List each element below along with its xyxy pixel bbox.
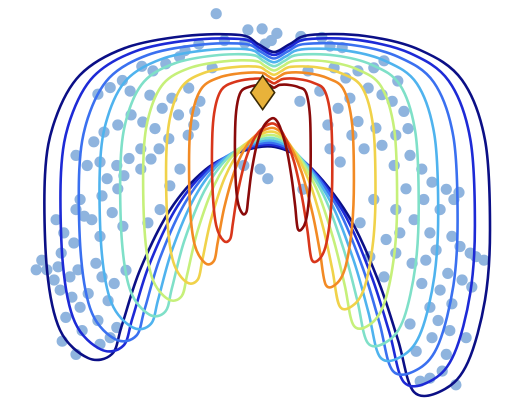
- scatter-point: [460, 332, 472, 344]
- scatter-point: [376, 139, 388, 151]
- scatter-point: [444, 325, 456, 337]
- scatter-point: [108, 277, 120, 290]
- scatter-point: [442, 267, 454, 279]
- mode-marker: [249, 74, 276, 112]
- scatter-point: [362, 82, 374, 94]
- scatter-point: [358, 143, 370, 155]
- scatter-point: [183, 82, 195, 94]
- scatter-point: [440, 183, 452, 195]
- scatter-point: [112, 183, 124, 195]
- scatter-point: [254, 163, 266, 175]
- scatter-point: [153, 143, 165, 155]
- contour-line: [77, 41, 459, 377]
- scatter-point: [368, 193, 380, 206]
- scatter-point: [112, 119, 124, 131]
- scatter-point: [147, 65, 159, 77]
- scatter-point: [404, 149, 416, 161]
- contour-line: [141, 58, 399, 331]
- scatter-point: [456, 274, 468, 286]
- scatter-point: [242, 24, 254, 36]
- scatter-point: [262, 173, 274, 185]
- mode-diamond-marker: [249, 74, 276, 112]
- scatter-point: [404, 318, 416, 330]
- scatter-point: [36, 254, 48, 266]
- scatter-point: [52, 261, 64, 273]
- scatter-point: [124, 85, 136, 97]
- contour-line: [59, 37, 477, 388]
- scatter-point: [380, 233, 392, 246]
- scatter-point: [432, 314, 444, 327]
- scatter-point: [172, 109, 185, 121]
- scatter-point: [388, 159, 400, 172]
- scatter-point: [54, 284, 66, 296]
- scatter-point: [156, 102, 168, 114]
- scatter-point: [86, 214, 98, 226]
- scatter-point: [182, 129, 194, 141]
- scatter-point: [354, 217, 366, 229]
- scatter-point: [123, 152, 135, 165]
- scatter-point: [332, 102, 344, 114]
- scatter-point: [410, 345, 422, 357]
- scatter-point: [154, 204, 166, 216]
- scatter-point: [149, 123, 161, 135]
- scatter-point: [440, 348, 452, 360]
- scatter-point: [30, 264, 42, 276]
- scatter-point: [74, 193, 86, 206]
- scatter-point: [117, 220, 129, 232]
- scatter-point: [106, 207, 118, 219]
- scatter-point: [398, 105, 410, 117]
- scatter-point: [88, 136, 100, 148]
- scatter-point: [64, 271, 76, 283]
- scatter-point: [324, 143, 336, 155]
- scatter-point: [416, 277, 428, 290]
- scatter-point: [408, 214, 420, 226]
- scatter-point: [402, 123, 414, 135]
- scatter-point: [256, 23, 268, 35]
- scatter-point: [104, 82, 116, 94]
- scatter-point: [434, 204, 446, 216]
- scatter-point: [96, 190, 108, 202]
- scatter-point: [210, 8, 222, 20]
- scatter-point: [145, 153, 157, 165]
- scatter-point: [68, 237, 80, 249]
- scatter-point: [400, 183, 412, 195]
- scatter-point: [90, 257, 102, 269]
- scatter-point: [418, 193, 430, 206]
- scatter-point: [101, 173, 113, 185]
- scatter-point: [144, 89, 156, 101]
- scatter-point: [420, 254, 432, 266]
- contour-line: [43, 32, 492, 398]
- contour-line: [210, 77, 334, 264]
- scatter-point: [478, 254, 490, 266]
- scatter-point: [294, 95, 306, 107]
- scatter-point: [48, 274, 60, 286]
- contour-line: [164, 65, 377, 311]
- scatter-point: [135, 163, 147, 175]
- scatter-point: [50, 214, 62, 226]
- scatter-point: [446, 230, 458, 242]
- scatter-point: [424, 227, 436, 239]
- scatter-point: [60, 311, 72, 323]
- scatter-point: [74, 301, 86, 313]
- scatter-point: [76, 325, 88, 337]
- scatter-point: [334, 156, 346, 168]
- scatter-point: [434, 284, 446, 296]
- scatter-point: [174, 163, 186, 175]
- scatter-point: [352, 115, 364, 128]
- scatter-point: [453, 186, 465, 198]
- scatter-point: [426, 332, 438, 344]
- density-contours: [43, 32, 492, 398]
- scatter-point: [163, 133, 175, 145]
- scatter-point: [81, 159, 93, 172]
- scatter-point: [426, 176, 438, 188]
- contour-line: [187, 71, 356, 289]
- scatter-point: [378, 271, 390, 283]
- contour-line: [98, 47, 440, 363]
